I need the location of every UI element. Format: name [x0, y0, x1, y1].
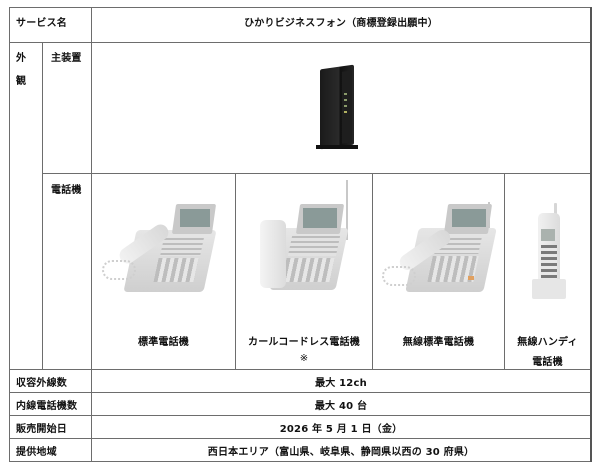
col-divider [91, 7, 92, 462]
wireless-desk-phone-icon [382, 200, 502, 300]
phone-name-curl-cordless: カールコードレス電話機 [248, 337, 360, 348]
appearance-label-1: 外 [16, 53, 27, 64]
table-border-left [9, 7, 10, 462]
handset-cradle [260, 220, 286, 288]
row-value-area: 西日本エリア（富山県、岐阜県、静岡県以西の 30 府県） [207, 447, 475, 458]
row-label-lines: 収容外線数 [16, 378, 67, 389]
row-label-area: 提供地域 [16, 447, 57, 458]
desk-phone-icon [100, 200, 220, 300]
row-label-extensions: 内線電話機数 [16, 401, 78, 412]
table-border-bottom [9, 461, 590, 462]
function-key [468, 276, 474, 280]
phone-note-mark: ※ [299, 353, 309, 364]
phone-name-handy-line1: 無線ハンディ [517, 337, 578, 348]
phone-name-standard: 標準電話機 [138, 337, 189, 348]
table-border-top [9, 7, 590, 8]
cordless-desk-phone-icon [246, 180, 356, 300]
row-value-launch-date: 2026 年 5 月 1 日（金） [279, 424, 403, 435]
row-value-lines: 最大 12ch [315, 378, 367, 389]
col-divider [372, 173, 373, 370]
row-divider [9, 42, 590, 43]
row-divider [9, 392, 590, 393]
phone-name-wireless-standard: 無線標準電話機 [402, 337, 475, 348]
service-name-value: ひかりビジネスフォン（商標登録出願中） [244, 18, 438, 29]
row-divider [9, 415, 590, 416]
row-divider [42, 173, 590, 174]
service-spec-table: サービス名 ひかりビジネスフォン（商標登録出願中） 外 観 主装置 電話機 標準… [9, 7, 592, 462]
appearance-label-2: 観 [16, 76, 27, 87]
row-label-launch-date: 販売開始日 [16, 424, 67, 435]
handy-phone-icon [528, 203, 568, 301]
table-border-right [590, 7, 592, 462]
row-value-extensions: 最大 40 台 [314, 401, 368, 412]
col-divider [42, 42, 43, 370]
phones-label: 電話機 [51, 185, 82, 196]
service-name-label: サービス名 [16, 18, 67, 29]
col-divider [504, 173, 505, 370]
row-divider [9, 369, 590, 370]
main-unit-label: 主装置 [51, 53, 82, 64]
router-main-unit-icon [312, 63, 358, 151]
col-divider [235, 173, 236, 370]
row-divider [9, 438, 590, 439]
phone-name-handy-line2: 電話機 [532, 357, 563, 368]
